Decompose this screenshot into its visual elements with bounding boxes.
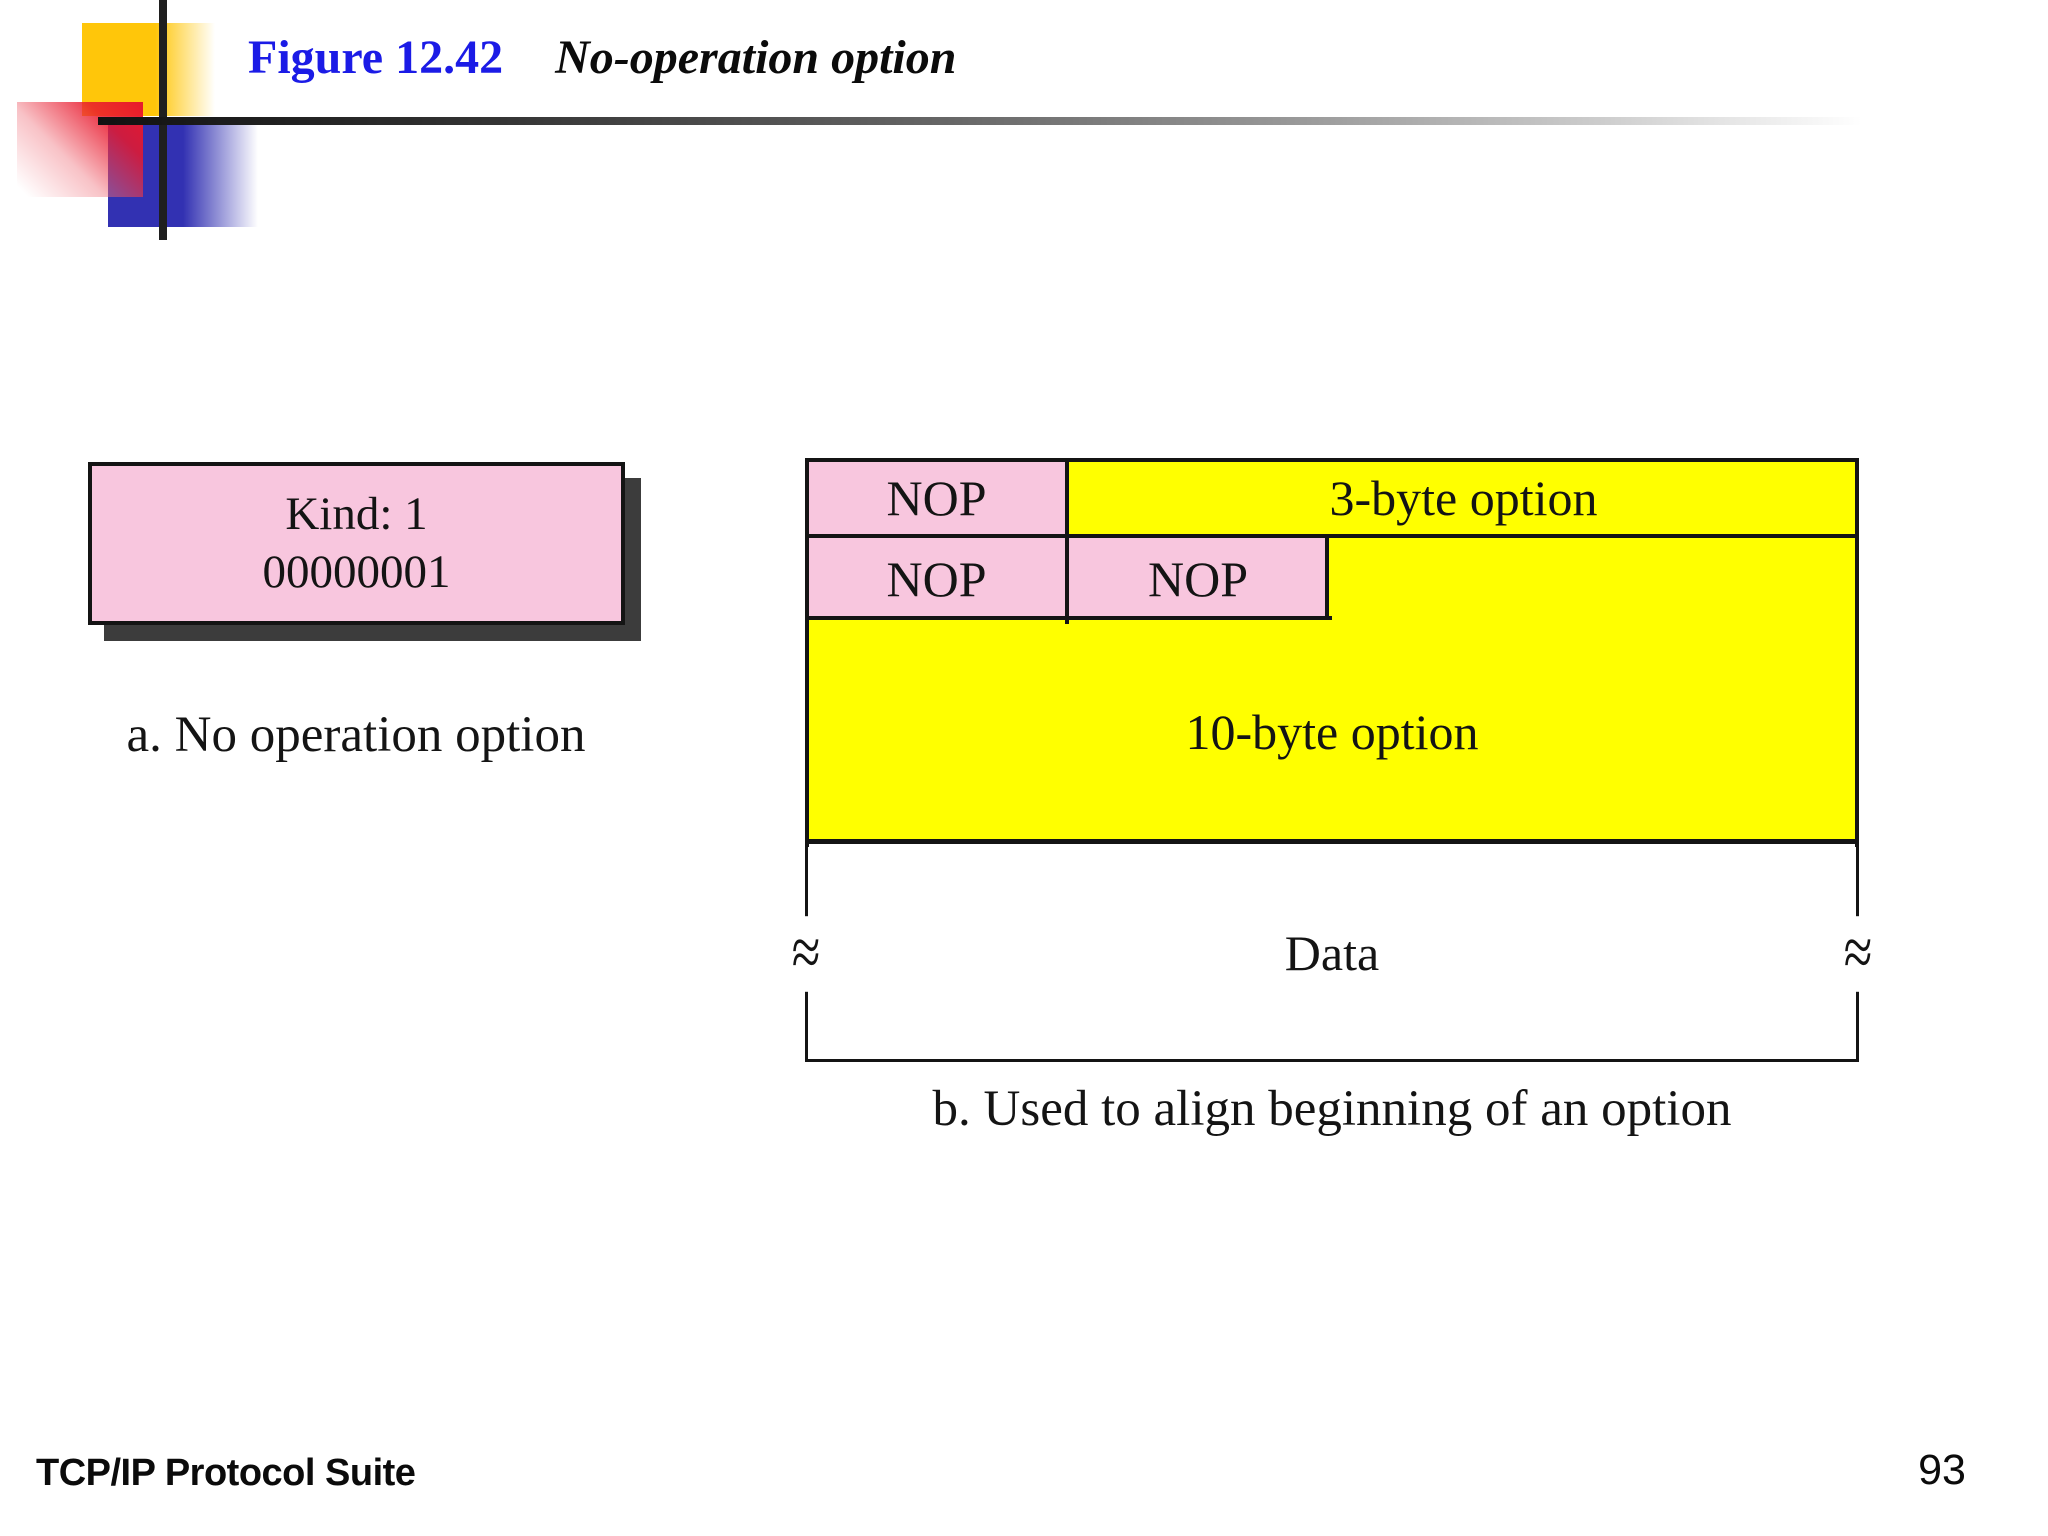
border-line [805, 616, 1332, 620]
decor-yellow-square [82, 23, 215, 116]
data-break-left-icon: ≈ [786, 916, 826, 992]
border-line [805, 534, 1859, 538]
nop-cell-row2a: NOP [805, 537, 1068, 620]
border-line [1325, 534, 1329, 620]
border-line [805, 458, 809, 847]
data-break-right-icon: ≈ [1838, 916, 1878, 992]
alignment-diagram: NOP 3-byte option NOP NOP 10-byte option… [786, 458, 1878, 1062]
slide-title: Figure 12.42 No-operation option [248, 30, 956, 85]
caption-b: b. Used to align beginning of an option [932, 1081, 1732, 1137]
page-number: 93 [1918, 1446, 1966, 1494]
kind-box-line2: 00000001 [262, 545, 451, 598]
figure-title: No-operation option [555, 31, 957, 84]
caption-a: a. No operation option [126, 707, 586, 763]
decor-horizontal-rule [98, 117, 1862, 125]
border-line [1065, 458, 1069, 624]
border-line [805, 839, 1859, 844]
kind-box: Kind: 1 00000001 [88, 462, 625, 625]
border-line [1855, 458, 1859, 847]
nop-cell-row1: NOP [805, 458, 1068, 537]
data-cell: Data [805, 843, 1859, 1062]
option10-upper-region [1328, 537, 1859, 620]
border-line [805, 1059, 1859, 1062]
option3-cell: 3-byte option [1068, 458, 1859, 537]
footer-book-title: TCP/IP Protocol Suite [36, 1452, 416, 1494]
nop-cell-row2b: NOP [1068, 537, 1328, 620]
figure-number: Figure 12.42 [248, 31, 504, 84]
option10-cell: 10-byte option [805, 620, 1859, 843]
kind-box-line1: Kind: 1 [285, 488, 428, 541]
border-line [805, 458, 1859, 462]
